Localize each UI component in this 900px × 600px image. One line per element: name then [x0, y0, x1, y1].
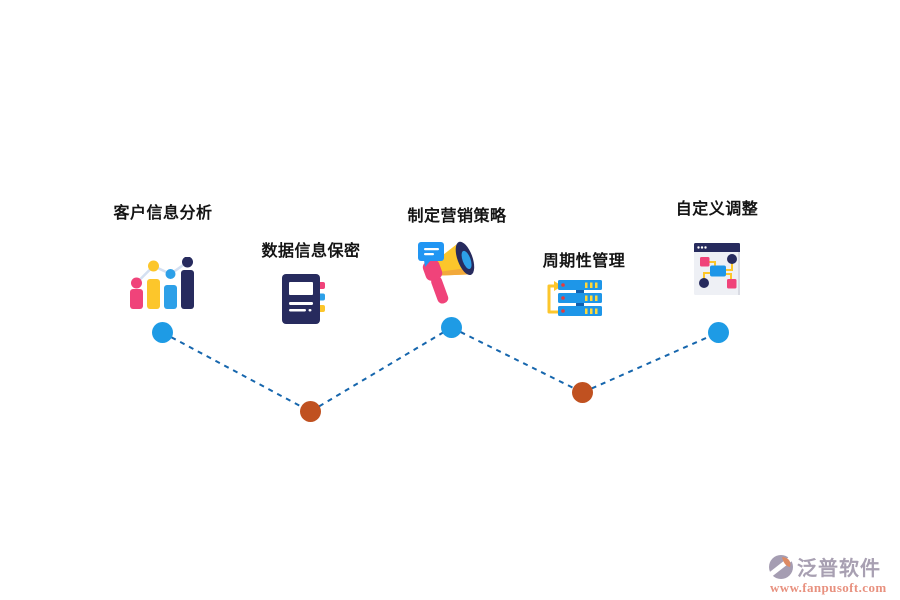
- bar-chart-icon: [130, 257, 194, 309]
- step-title-customer-analysis: 客户信息分析: [113, 205, 213, 222]
- megaphone-icon: [418, 241, 475, 304]
- timeline-node-dot: [152, 322, 173, 343]
- watermark: 泛普软件 www.fanpusoft.com: [768, 552, 892, 596]
- step-title-periodic-management: 周期性管理: [542, 253, 626, 270]
- speech-bubble-icon: [418, 242, 444, 267]
- server-stack-icon: [547, 280, 602, 316]
- notebook-icon: [282, 274, 325, 324]
- step-title-custom-adjustment: 自定义调整: [675, 201, 759, 218]
- step-title-marketing-strategy: 制定营销策略: [407, 208, 507, 225]
- fanpu-logo-icon: [768, 553, 794, 579]
- timeline-node-dot: [708, 322, 729, 343]
- brand-name: 泛普软件: [797, 558, 881, 580]
- timeline-node-dot: [572, 382, 593, 403]
- timeline-node-dot: [441, 317, 462, 338]
- browser-flowchart-icon: [694, 243, 740, 295]
- timeline-node-dot: [300, 401, 321, 422]
- brand-url: www.fanpusoft.com: [770, 580, 887, 595]
- step-title-data-security: 数据信息保密: [261, 243, 361, 260]
